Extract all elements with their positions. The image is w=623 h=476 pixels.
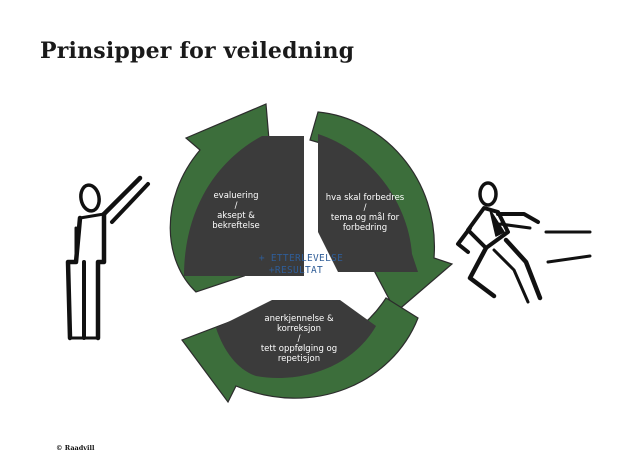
center-line-1: + ETTERLEVELSE [259,253,343,264]
segment-right-line: forbedring [343,223,387,233]
segment-right [318,134,418,272]
page-title: Prinsipper for veiledning [40,38,355,64]
segment-left-text: evaluering / aksept & bekreftelse [212,191,260,231]
center-label: + ETTERLEVELSE +RESULTAT [259,253,343,276]
segment-left-line: evaluering [213,191,258,201]
running-person-icon [456,181,592,304]
segment-bottom-line: korreksjon [277,324,321,334]
segment-right-line: hva skal forbedres [326,193,405,203]
copyright-text: © Raadvill [56,444,95,452]
segment-left-line: bekreftelse [212,221,260,231]
cycle-segments [184,134,418,378]
segment-left-line: aksept & [217,211,255,221]
segment-bottom [216,300,376,378]
segment-bottom-line: anerkjennelse & [264,314,334,324]
segment-left [184,136,304,276]
segment-bottom-line: tett oppfølging og [261,344,337,354]
segment-bottom-line: repetisjon [278,354,320,364]
segment-right-text: hva skal forbedres / tema og mål for for… [326,193,405,233]
pointing-person-icon [65,175,150,341]
center-line-2: +RESULTAT [269,265,323,276]
segment-right-line: tema og mål for [331,212,400,223]
segment-bottom-text: anerkjennelse & korreksjon / tett oppføl… [261,314,337,364]
segment-right-line: / [364,203,367,213]
segment-bottom-line: / [298,334,301,344]
segment-left-line: / [235,201,238,211]
